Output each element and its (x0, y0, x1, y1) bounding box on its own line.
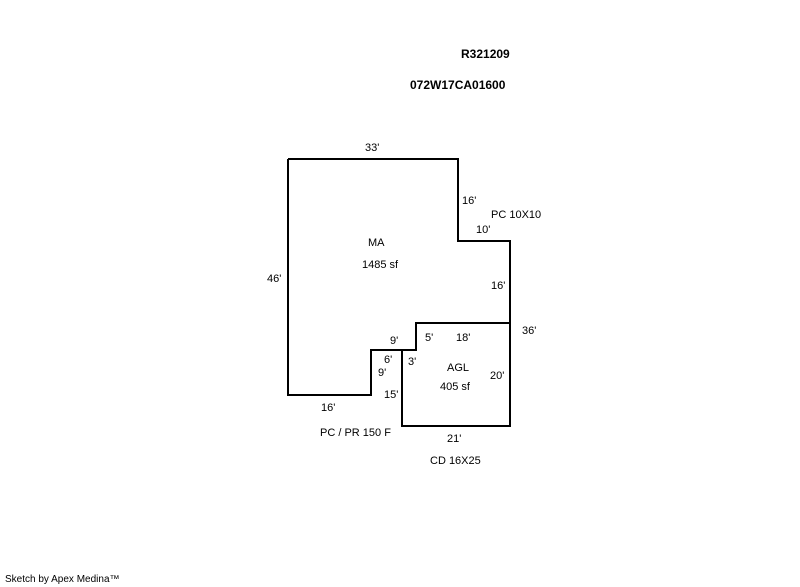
dim-overall-right: 36' (522, 325, 537, 337)
dim-notch-side: 9' (378, 367, 387, 379)
dim-ma-bottom: 16' (321, 402, 336, 414)
garage-outline (401, 322, 511, 427)
dim-agl-bottom: 21' (447, 433, 462, 445)
ma-code: MA (368, 237, 385, 249)
dim-agl-right: 20' (490, 370, 505, 382)
dim-ma-right-upper: 16' (462, 195, 477, 207)
dim-agl-top: 18' (456, 332, 471, 344)
main-area-outline (287, 158, 511, 396)
dim-notch-side-upper: 6' (384, 354, 393, 366)
agl-area: 405 sf (440, 381, 470, 393)
dim-ma-right-lower: 16' (491, 280, 506, 292)
dim-pc-step: 10' (476, 224, 491, 236)
map-number: 072W17CA01600 (410, 78, 506, 92)
dim-agl-step-side: 3' (408, 356, 417, 368)
dim-agl-step-top: 5' (425, 332, 434, 344)
dim-agl-left: 15' (384, 389, 399, 401)
ma-area: 1485 sf (362, 259, 399, 271)
parcel-id: R321209 (461, 47, 510, 61)
dim-ma-left: 46' (267, 273, 282, 285)
annotation-cd: CD 16X25 (430, 455, 481, 467)
agl-code: AGL (447, 362, 470, 374)
dim-notch-top: 9' (390, 335, 399, 347)
annotation-pc-upper: PC 10X10 (491, 209, 542, 221)
annotation-pc-pr: PC / PR 150 F (320, 427, 391, 439)
dim-ma-top: 33' (365, 142, 380, 154)
sketch-credit: Sketch by Apex Medina™ (5, 574, 120, 585)
